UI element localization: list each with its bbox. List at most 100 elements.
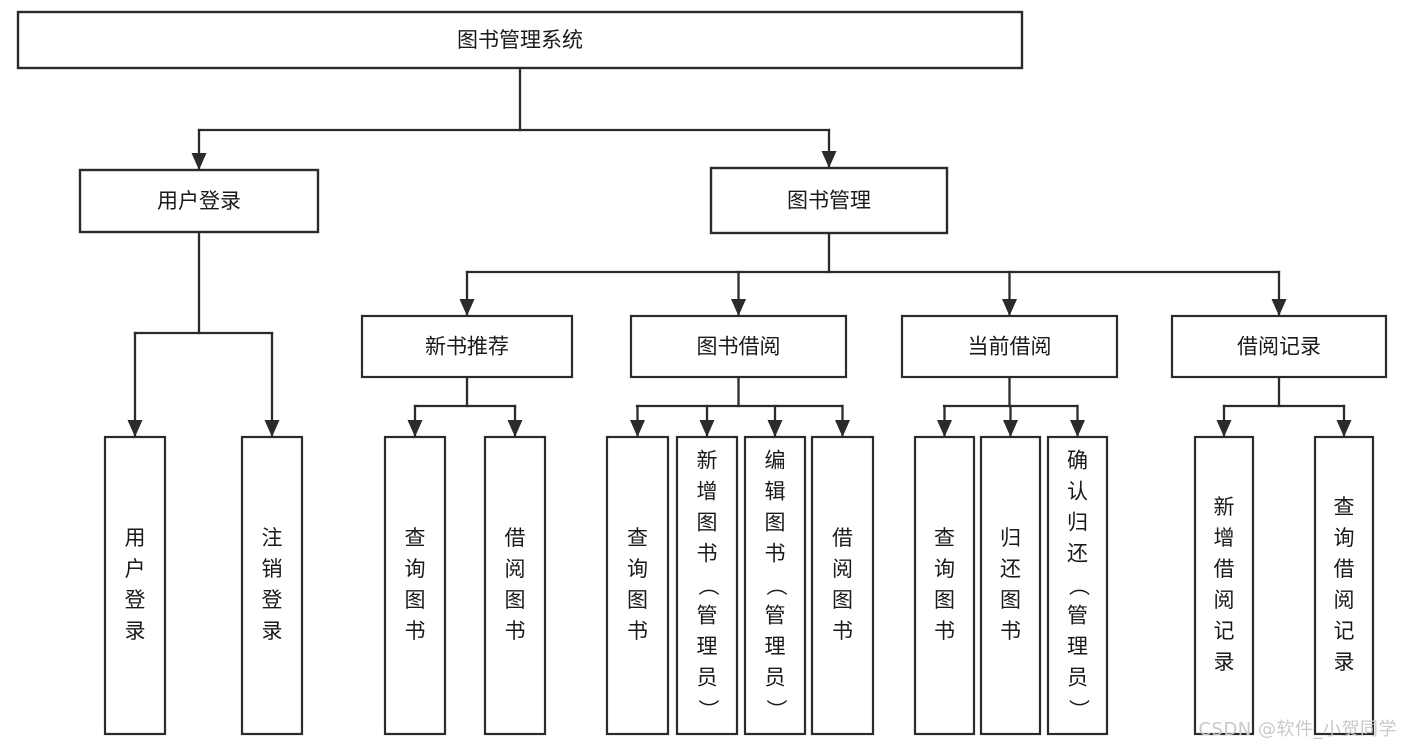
node-leaf-edit-book-admin-char: 管 [765,604,786,628]
node-leaf-logout-char: 销 [262,557,283,581]
node-leaf-query-book-new-char: 询 [405,557,426,581]
node-leaf-query-borrow-record-char: 询 [1334,526,1355,550]
node-leaf-confirm-return-admin-char: 管 [1067,604,1088,628]
node-leaf-query-book-borrow-rect [605,435,670,736]
node-leaf-user-login-rect [103,435,167,736]
node-leaf-add-borrow-record-char: 新 [1214,495,1235,519]
node-leaf-query-borrow-record-char: 查 [1334,495,1355,519]
node-leaf-add-book-admin-char: 理 [697,635,718,659]
node-new-book-recommend-label: 新书推荐 [425,335,509,359]
node-leaf-query-borrow-record-char: 录 [1334,650,1355,674]
node-leaf-query-book-current-char: 图 [934,588,955,612]
node-new-book-recommend[interactable]: 新书推荐 [360,314,574,379]
node-leaf-query-borrow-record-char: 记 [1334,619,1355,643]
node-leaf-confirm-return-admin-char: 理 [1067,635,1088,659]
node-leaf-user-login-char: 登 [125,588,146,612]
node-leaf-add-book-admin-char: 管 [697,604,718,628]
node-leaf-edit-book-admin-char: （ [764,575,788,596]
node-leaf-user-login-char: 用 [125,526,146,550]
node-leaf-add-book-admin-rect [675,435,739,736]
node-leaf-user-login-char: 户 [125,557,146,581]
node-leaf-confirm-return-admin-char: 员 [1067,666,1088,690]
node-leaf-query-borrow-record-rect [1313,435,1375,736]
node-leaf-query-book-current-char: 询 [934,557,955,581]
node-leaf-add-book-admin-char: ） [696,699,720,720]
node-leaf-query-book-borrow-char: 询 [627,557,648,581]
node-leaf-borrow-book-char: 书 [832,619,853,643]
node-root[interactable]: 图书管理系统 [16,10,1024,70]
node-book-borrow-label: 图书借阅 [697,335,781,359]
node-leaf-add-borrow-record-char: 增 [1214,526,1235,550]
node-leaf-confirm-return-admin-rect [1046,435,1109,736]
node-leaf-query-borrow-record-char: 借 [1334,557,1355,581]
node-leaf-borrow-book-rect [810,435,875,736]
node-leaf-add-borrow-record-char: 借 [1214,557,1235,581]
node-leaf-query-book-new-char: 书 [405,619,426,643]
node-leaf-edit-book-admin-char: 图 [765,511,786,535]
node-leaf-query-book-current-char: 查 [934,526,955,550]
node-leaf-borrow-book-char: 阅 [832,557,853,581]
node-root-label: 图书管理系统 [457,28,583,52]
node-leaf-confirm-return-admin-char: 认 [1067,480,1088,504]
connector-layer [127,66,1352,438]
node-leaf-edit-book-admin-char: 辑 [765,480,786,504]
node-leaf-logout-rect [240,435,304,736]
csdn-watermark: CSDN @软件_小贺同学 [1198,719,1397,740]
node-leaf-borrow-book-new-char: 图 [505,588,526,612]
node-leaf-return-book-char: 图 [1000,588,1021,612]
node-leaf-add-borrow-record-char: 阅 [1214,588,1235,612]
node-leaf-add-book-admin-char: 书 [697,542,718,566]
node-leaf-add-book-admin-char: 图 [697,511,718,535]
node-leaf-logout-char: 登 [262,588,283,612]
node-leaf-edit-book-admin-char: 书 [765,542,786,566]
node-leaf-return-book-char: 还 [1000,557,1021,581]
node-leaf-borrow-book-new-char: 书 [505,619,526,643]
node-current-borrow-rect [900,314,1119,379]
node-leaf-logout-char: 录 [262,619,283,643]
node-leaf-user-login[interactable]: 用户登录 [103,435,167,736]
node-leaf-logout-char: 注 [262,526,283,550]
node-leaf-edit-book-admin-char: ） [764,699,788,720]
node-book-manage-rect [709,166,949,235]
node-leaf-query-book-current-char: 书 [934,619,955,643]
node-leaf-edit-book-admin-char: 员 [765,666,786,690]
node-leaf-query-book-new-rect [383,435,447,736]
node-book-manage-label: 图书管理 [787,189,871,213]
node-leaf-confirm-return-admin-char: 确 [1067,449,1088,473]
node-user-login[interactable]: 用户登录 [78,168,320,234]
node-leaf-edit-book-admin-rect [743,435,807,736]
node-borrow-record-label: 借阅记录 [1237,335,1321,359]
node-layer: 图书管理系统用户登录图书管理新书推荐图书借阅当前借阅借阅记录用户登录注销登录查询… [16,10,1388,736]
node-leaf-add-book-admin-char: 增 [697,480,718,504]
node-leaf-borrow-book-new-rect [483,435,547,736]
node-leaf-user-login-char: 录 [125,619,146,643]
node-leaf-add-book-admin-char: （ [696,575,720,596]
node-user-login-label: 用户登录 [157,189,241,213]
node-current-borrow[interactable]: 当前借阅 [900,314,1119,379]
node-borrow-record-rect [1170,314,1388,379]
node-book-borrow[interactable]: 图书借阅 [629,314,848,379]
node-leaf-confirm-return-admin-char: ） [1067,699,1091,720]
node-leaf-return-book-rect [979,435,1042,736]
node-new-book-recommend-rect [360,314,574,379]
node-borrow-record[interactable]: 借阅记录 [1170,314,1388,379]
node-leaf-query-book-borrow-char: 查 [627,526,648,550]
node-book-manage[interactable]: 图书管理 [709,166,949,235]
node-leaf-add-book-admin-char: 新 [697,449,718,473]
node-leaf-add-borrow-record-char: 记 [1214,619,1235,643]
node-leaf-borrow-book-new-char: 借 [505,526,526,550]
